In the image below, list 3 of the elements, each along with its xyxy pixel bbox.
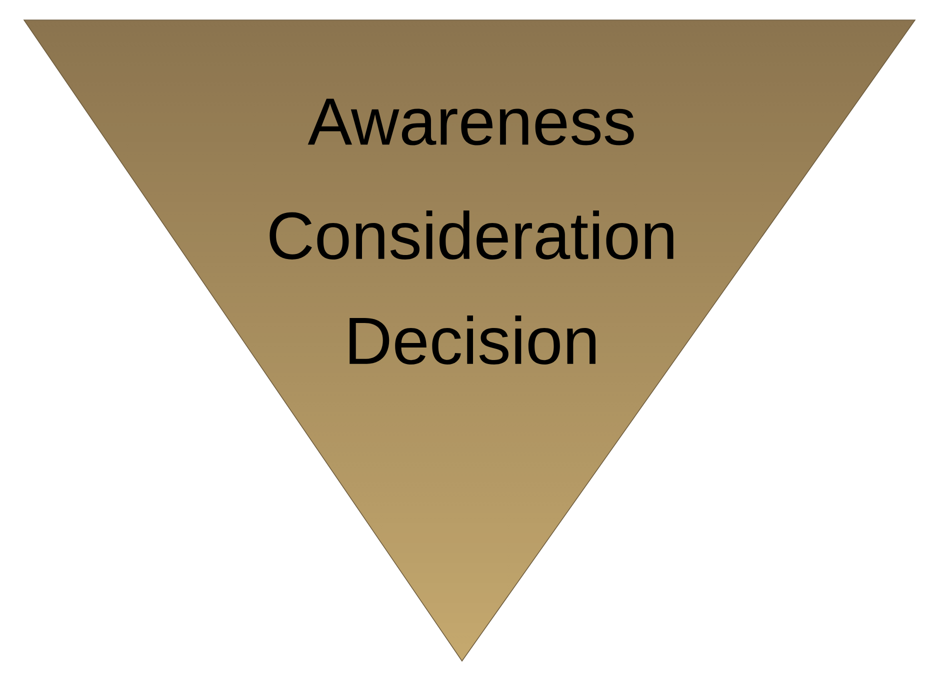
stage-label: Consideration — [270, 210, 674, 260]
stage-label: Awareness — [308, 98, 634, 146]
stage-label: Decision — [350, 316, 596, 364]
